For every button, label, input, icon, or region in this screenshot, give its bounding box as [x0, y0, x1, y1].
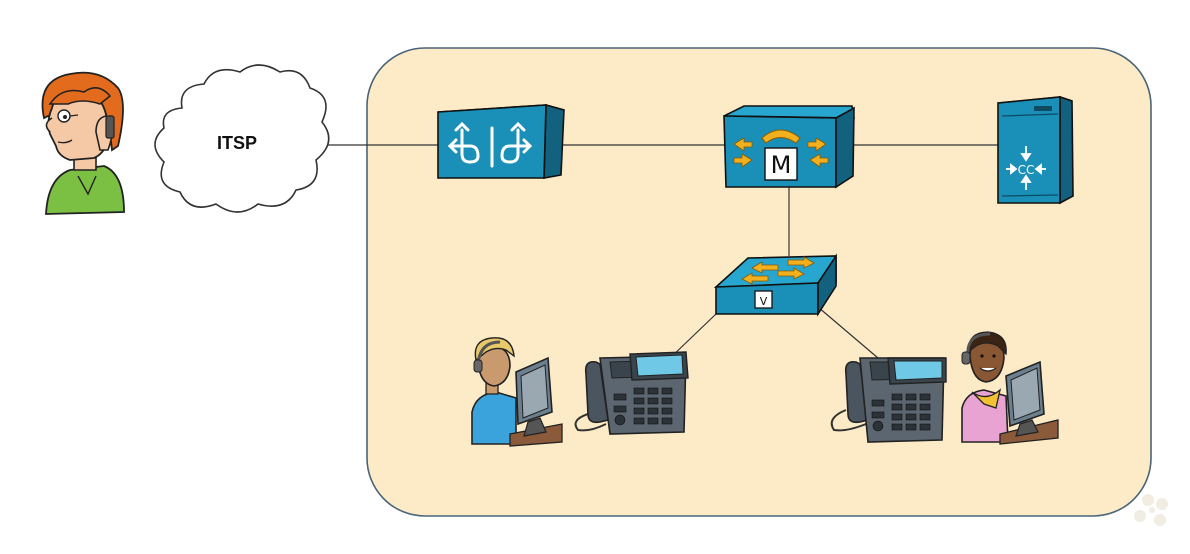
- call-manager-badge: M: [771, 151, 792, 179]
- voice-gateway-icon: [437, 103, 565, 179]
- link-switch-phone-right: [817, 306, 879, 359]
- switch-badge: V: [760, 295, 768, 308]
- agent-left-icon: [471, 337, 563, 447]
- ip-phone-left-icon: [574, 351, 689, 435]
- network-links: [325, 144, 998, 361]
- itsp-label: ITSP: [217, 133, 257, 153]
- voice-switch-icon: [713, 253, 837, 317]
- agent-right-icon: [961, 331, 1059, 445]
- contact-center-server-icon: [997, 95, 1074, 205]
- caller-icon: [41, 71, 125, 215]
- itsp-cloud-icon: [154, 64, 330, 213]
- ip-phone-right-icon: [830, 357, 947, 443]
- contact-center-badge: CC: [1018, 163, 1035, 177]
- call-manager-icon: [723, 105, 855, 189]
- watermark-dots-icon: [1134, 494, 1168, 526]
